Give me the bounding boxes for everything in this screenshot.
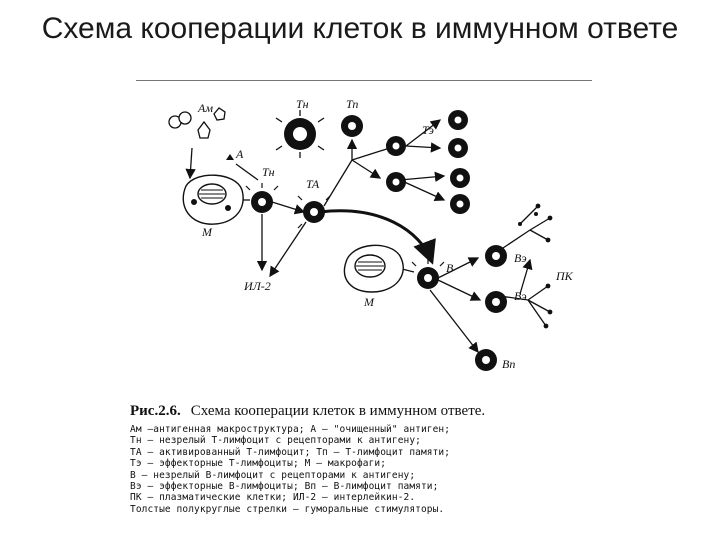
immature-t-lymphocyte-small (245, 183, 279, 213)
caption-line: ПК — плазматические клетки; ИЛ-2 — интер… (130, 492, 416, 504)
antigen-macrostructure-icon (168, 107, 226, 139)
immature-t-lymphocyte-large (275, 110, 325, 158)
immature-b-lymphocyte (411, 259, 445, 289)
label-ta: ТА (306, 177, 320, 191)
immune-cooperation-diagram: Ам А Тн Тп Тэ Тн ТА М М ИЛ-2 В Вэ Вэ ПК … (168, 97, 574, 371)
figure-caption: Рис.2.6. Схема кооперации клеток в иммунн… (130, 402, 590, 515)
macrophage-top-cell (182, 174, 244, 225)
effector-t-lymphocytes (386, 110, 470, 214)
label-il2: ИЛ-2 (243, 279, 271, 293)
effector-b-lymphocyte-bottom (485, 291, 507, 313)
label-b: В (446, 261, 454, 275)
label-tp: Тп (346, 97, 358, 111)
label-a: А (235, 147, 244, 161)
label-be-bottom: Вэ (514, 289, 527, 303)
label-te: Тэ (422, 123, 434, 137)
title-divider (136, 80, 592, 81)
effector-b-lymphocyte-top (485, 245, 507, 267)
caption-line: В — незрелый В-лимфоцит с рецепторами к … (130, 469, 416, 481)
label-am: Ам (197, 101, 213, 115)
label-be-top: Вэ (514, 251, 527, 265)
label-m-top: М (201, 225, 213, 239)
label-m-bottom: М (363, 295, 375, 309)
memory-b-lymphocyte (475, 349, 497, 371)
caption-line: Толстые полукруглые стрелки — гуморальны… (130, 503, 445, 515)
caption-line: Вэ — эффекторные В-лимфоциты; Вп — В-лим… (130, 481, 439, 493)
caption-heading-row: Рис.2.6. Схема кооперации клеток в иммунн… (130, 402, 590, 420)
caption-line: ТА — активированный Т-лимфоцит; Тп — Т-л… (130, 446, 451, 458)
activated-t-lymphocyte (297, 195, 331, 229)
figure-number: Рис.2.6. (130, 403, 181, 419)
label-tn-top: Тн (296, 97, 309, 111)
caption-line: Тн — незрелый Т-лимфоцит с рецепторами к… (130, 435, 421, 447)
memory-t-lymphocyte (341, 115, 363, 137)
slide-title: Схема кооперации клеток в иммунном ответ… (41, 12, 679, 45)
caption-line: Тэ — эффекторные Т-лимфоциты; М — макроф… (130, 458, 387, 470)
caption-line: Ам —антигенная макроструктура; А — "очищ… (130, 424, 451, 435)
macrophage-bottom-cell (343, 244, 404, 293)
antigen-a-icon (226, 154, 234, 160)
caption-heading: Схема кооперации клеток в иммунном ответ… (190, 403, 486, 419)
label-bp: Вп (502, 357, 515, 371)
label-tn-small: Тн (262, 165, 275, 179)
label-pk: ПК (555, 269, 574, 283)
